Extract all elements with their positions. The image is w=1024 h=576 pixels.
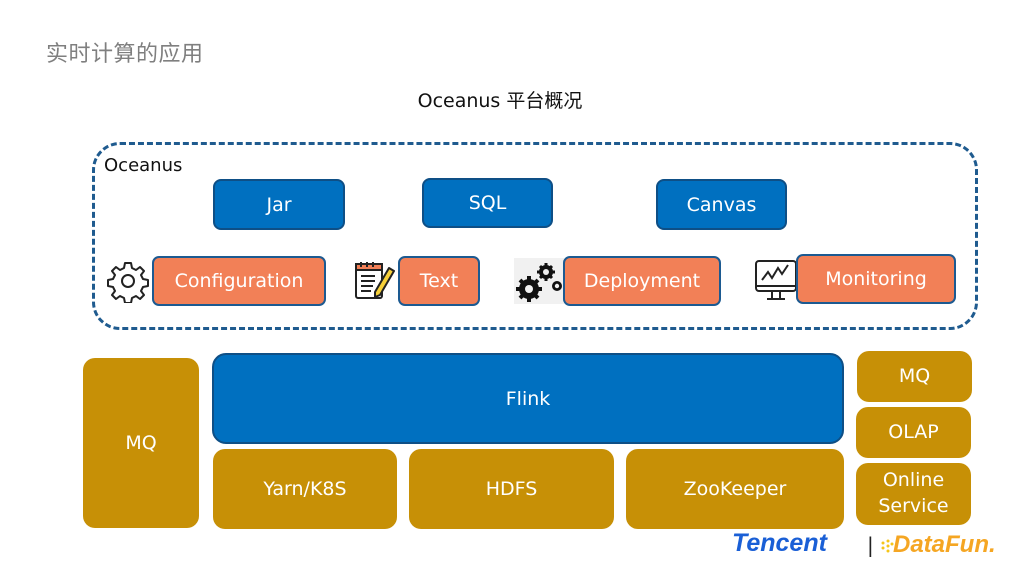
feature-configuration: Configuration <box>152 256 326 306</box>
sink-olap: OLAP <box>856 407 971 458</box>
slide-title: 实时计算的应用 <box>46 42 204 67</box>
sink-online-service: Online Service <box>856 463 971 525</box>
infra-hdfs: HDFS <box>409 449 614 529</box>
gear-outline-icon <box>107 262 149 303</box>
datafun-logo: DataFun. <box>893 531 996 558</box>
logo-separator: | <box>867 533 874 557</box>
job-type-jar: Jar <box>213 179 345 230</box>
infra-yarn-k8s: Yarn/K8S <box>213 449 397 529</box>
notepad-pencil-icon <box>355 262 395 299</box>
oceanus-frame <box>92 142 978 330</box>
infra-zookeeper: ZooKeeper <box>626 449 844 529</box>
stack-left-mq: MQ <box>83 358 199 528</box>
feature-text: Text <box>398 256 480 306</box>
diagram-title: Oceanus 平台概况 <box>417 90 583 112</box>
monitor-chart-icon <box>755 260 797 300</box>
sink-mq: MQ <box>857 351 972 402</box>
tencent-logo: Tencent <box>732 529 827 557</box>
stack-engine-flink: Flink <box>212 353 844 444</box>
feature-deployment: Deployment <box>563 256 721 306</box>
job-type-canvas: Canvas <box>656 179 787 230</box>
datafun-dots-icon <box>881 539 894 553</box>
gears-icon <box>514 258 564 304</box>
job-type-sql: SQL <box>422 178 553 228</box>
feature-monitoring: Monitoring <box>796 254 956 304</box>
oceanus-frame-label: Oceanus <box>104 155 183 176</box>
